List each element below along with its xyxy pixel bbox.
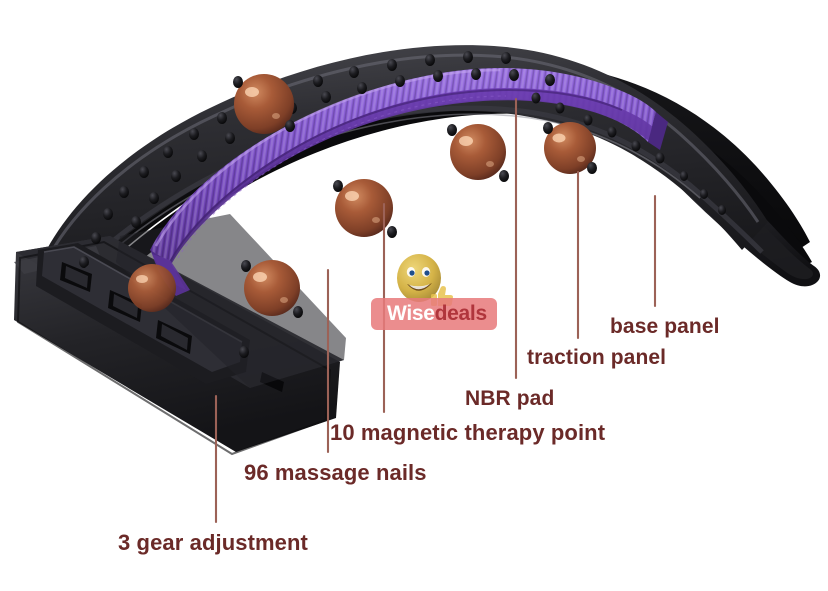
magnetic-therapy-points [128, 74, 596, 316]
nbr-pad-right-cap [648, 112, 668, 150]
callout-label-magnetic-therapy-point: 10 magnetic therapy point [330, 420, 606, 445]
nbr-pad-stitching [177, 95, 507, 259]
massage-nail [531, 92, 726, 215]
callout-label-traction-panel: traction panel [527, 346, 667, 369]
magnetic-therapy-point [544, 122, 596, 174]
nbr-pad [150, 68, 668, 296]
nbr-pad-edge-line [169, 88, 623, 263]
massage-nail [239, 346, 249, 358]
callout-label-massage-nails: 96 massage nails [244, 460, 427, 485]
arch-bottom-rim [60, 105, 764, 292]
massage-nail [91, 51, 511, 244]
massage-nails-foreground [233, 76, 597, 318]
massage-nail [374, 146, 663, 247]
callout-label-nbr-pad: NBR pad [465, 387, 555, 410]
callout-label-base-panel: base panel [610, 315, 720, 338]
magnetic-therapy-point [128, 264, 176, 312]
magnetic-therapy-point [335, 179, 393, 237]
magnetic-therapy-point [244, 260, 300, 316]
callout-label-gear-adjustment: 3 gear adjustment [118, 530, 308, 555]
magnetic-therapy-point [234, 74, 294, 134]
gear-notch-3-inner [161, 324, 188, 350]
nbr-pad-edge-band [168, 88, 656, 264]
base-foot-outline [16, 240, 332, 456]
gear-notch-2-inner [113, 294, 138, 318]
magnetic-therapy-point [450, 124, 506, 180]
gear-notch-1-inner [65, 266, 88, 288]
massage-nail [117, 68, 555, 254]
product-body [14, 45, 821, 456]
arch-rim-sheen [65, 113, 701, 297]
arch-top-highlight [42, 53, 760, 267]
